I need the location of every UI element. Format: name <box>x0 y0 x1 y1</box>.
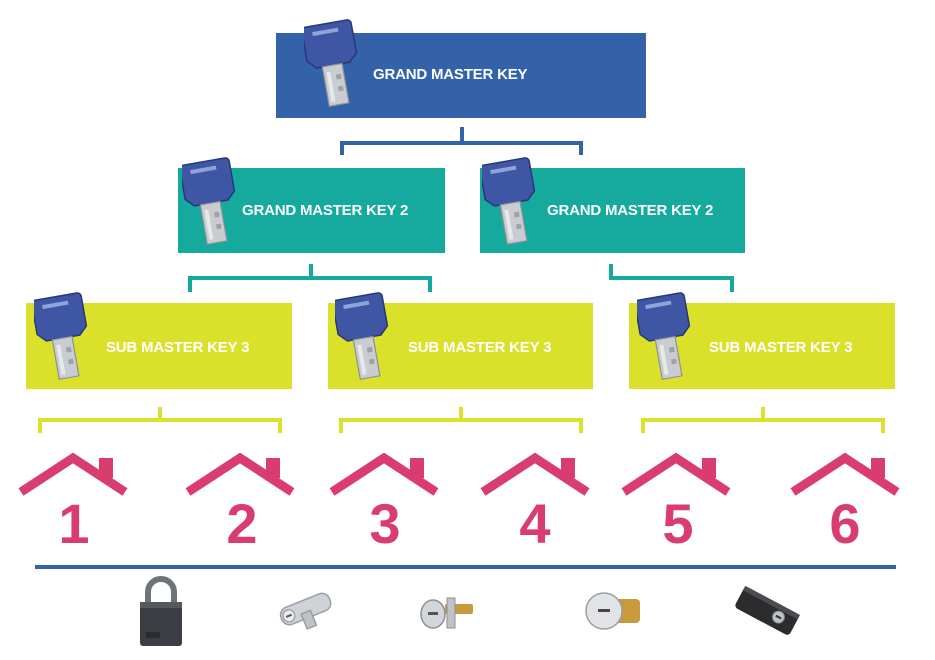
house-roofs <box>18 452 900 496</box>
house-number-4: 4 <box>519 492 551 555</box>
cam-lock-icon <box>420 597 473 629</box>
house-roof-2 <box>185 452 295 496</box>
connector-gm2a-to-subs <box>188 264 432 292</box>
key-icon <box>332 290 393 389</box>
padlock-icon <box>140 576 182 646</box>
grand-master-key-2-label-right: GRAND MASTER KEY 2 <box>547 202 714 219</box>
key-icon <box>634 290 695 389</box>
euro-cylinder-icon <box>279 592 332 630</box>
key-icon <box>301 17 362 116</box>
house-chimney-6 <box>871 458 885 478</box>
house-roof-6 <box>790 452 900 496</box>
grand-master-key-2-label-left: GRAND MASTER KEY 2 <box>242 202 409 219</box>
house-chimney-4 <box>561 458 575 478</box>
connector-gm2b-to-sub <box>609 264 734 292</box>
sub-master-key-3-label-2: SUB MASTER KEY 3 <box>408 339 552 356</box>
sub-master-key-3-label-3: SUB MASTER KEY 3 <box>709 339 853 356</box>
house-chimney-1 <box>99 458 113 478</box>
hinge-lock-icon <box>735 585 801 635</box>
house-roof-4 <box>480 452 590 496</box>
connector-subs-to-houses <box>38 407 885 433</box>
key-icon <box>31 290 92 389</box>
mortise-cylinder-icon <box>585 592 640 630</box>
house-roof-5 <box>621 452 731 496</box>
house-roof-1 <box>18 452 128 496</box>
house-number-1: 1 <box>58 492 90 555</box>
grand-master-key-label: GRAND MASTER KEY <box>373 66 528 83</box>
house-number-6: 6 <box>829 492 861 555</box>
key-icon <box>179 155 240 254</box>
key-icon <box>479 155 540 254</box>
house-number-5: 5 <box>662 492 694 555</box>
house-number-3: 3 <box>369 492 401 555</box>
house-chimney-3 <box>410 458 424 478</box>
sub-master-key-3-label-1: SUB MASTER KEY 3 <box>106 339 250 356</box>
connector-gm-to-gm2 <box>340 127 583 155</box>
house-chimney-5 <box>702 458 716 478</box>
house-number-2: 2 <box>226 492 258 555</box>
house-chimney-2 <box>266 458 280 478</box>
house-roof-3 <box>329 452 439 496</box>
